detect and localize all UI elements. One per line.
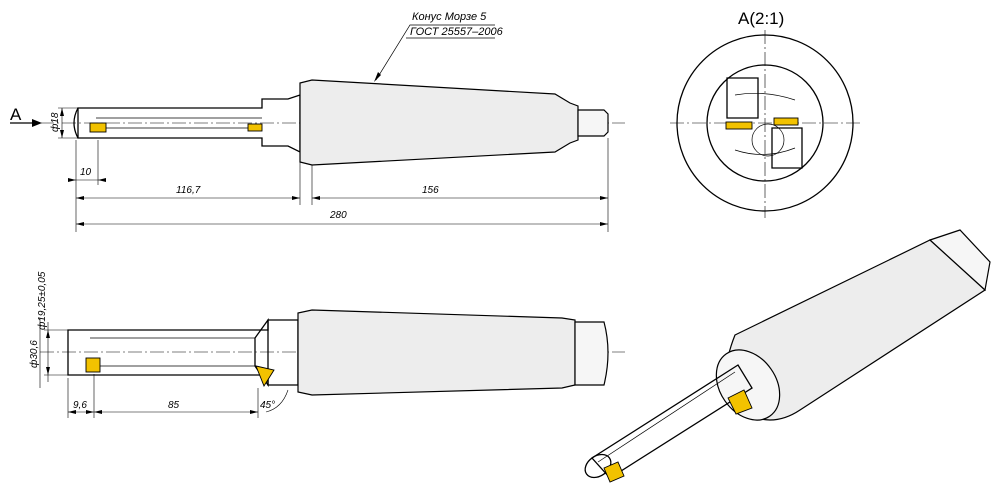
bottom-insert-square: [85, 357, 101, 373]
section-arc-lower: [734, 147, 796, 155]
bottom-insert-triangle: [255, 365, 275, 387]
top-taper-body: [299, 79, 579, 166]
dim-96-text: 9,6: [73, 400, 87, 411]
section-bore-circle: [751, 123, 785, 157]
bottom-bar-shoulder: [254, 317, 269, 388]
section-lower-right-block: [771, 127, 803, 169]
iso-insert-front: [603, 461, 625, 483]
dim-156-text: 156: [422, 185, 439, 196]
section-arc-upper: [734, 93, 796, 101]
gost-label: ГОСТ 25557–2006: [410, 26, 504, 38]
section-insert-right: [773, 117, 799, 126]
bottom-plan-view: ф19,25±0,05 ф30,6 9,6 85 45°: [28, 271, 625, 418]
top-bar-tip: [73, 107, 79, 139]
taper-leader-arrow: [374, 72, 381, 82]
bottom-taper-body: [297, 309, 576, 396]
iso-tang: [928, 229, 991, 292]
dim-d18-text: ф18: [49, 112, 61, 132]
bottom-tang: [574, 321, 609, 386]
top-bar-outline: [77, 94, 301, 154]
dim-280-text: 280: [329, 210, 347, 221]
view-arrow-head: [32, 119, 42, 127]
section-view-a: A(2:1): [670, 9, 862, 218]
section-view-label: A(2:1): [738, 9, 784, 28]
section-insert-left: [725, 121, 753, 130]
top-insert-front: [89, 122, 107, 133]
top-insert-rear: [247, 123, 263, 132]
dim-d19-text: ф19,25±0,05: [36, 271, 48, 330]
bottom-dim-arrowheads: [46, 330, 258, 414]
dim-angle-arc: [265, 389, 289, 413]
top-side-view: Конус Морзе 5 ГОСТ 25557–2006 A ф18 10 1…: [10, 11, 625, 232]
taper-label: Конус Морзе 5: [412, 11, 487, 23]
iso-bar-edge: [597, 371, 736, 463]
iso-insert-rear: [727, 389, 753, 415]
taper-leader-line: [375, 24, 495, 81]
top-dim-arrowheads: [60, 108, 608, 226]
dim-angle-text: 45°: [260, 400, 275, 411]
dim-d30-text: ф30,6: [28, 340, 40, 368]
isometric-view: [584, 229, 991, 483]
iso-bar-tip: [584, 453, 612, 479]
dim-10-text: 10: [80, 167, 92, 178]
view-arrow-label: A: [10, 105, 22, 124]
top-tang: [577, 109, 609, 137]
dim-116-text: 116,7: [176, 185, 201, 196]
section-upper-left-block: [726, 77, 759, 119]
dim-85-text: 85: [168, 400, 180, 411]
